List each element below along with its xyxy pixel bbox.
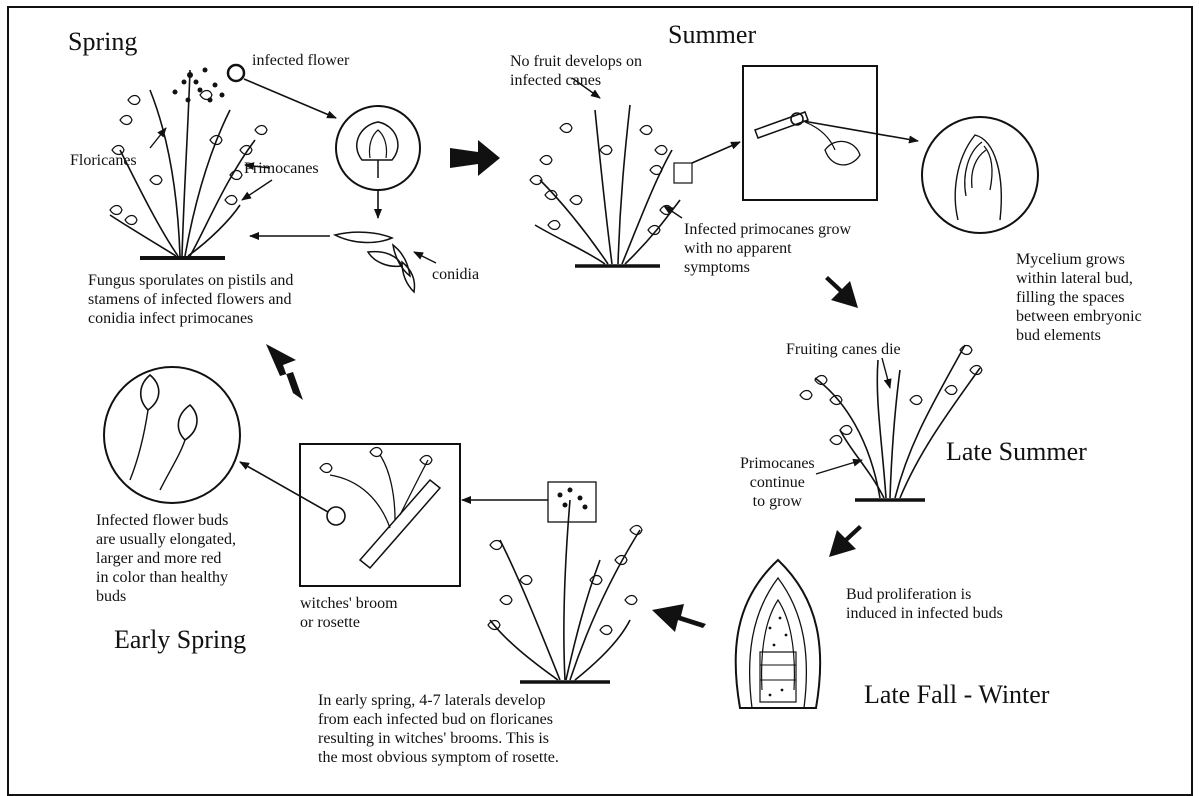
arrow-floricanes-label [150,128,166,148]
label-primocanes-continue: Primocanes continue to grow [740,455,815,512]
note-fungus-sporulates: Fungus sporulates on pistils and stamens… [88,272,293,329]
label-no-fruit: No fruit develops on infected canes [510,53,642,91]
proliferating-bud-drawing [736,560,821,708]
label-mycelium-grows: Mycelium grows within lateral bud, filli… [1016,251,1142,345]
late-summer-plant-drawing [800,345,982,500]
note-early-spring-laterals: In early spring, 4-7 laterals develop fr… [318,692,559,768]
cycle-arrow-late-summer-to-winter [829,525,862,557]
conidia-drawing [335,232,415,292]
arrow-conidia-label [414,252,436,263]
lateral-bud-inset [743,66,877,200]
label-fruiting-canes-die: Fruiting canes die [786,341,901,360]
arrow-to-flower-bud-inset [240,462,328,512]
mycelium-bud-inset [922,117,1038,233]
season-spring-title: Spring [68,27,137,58]
label-floricanes: Floricanes [70,152,137,171]
early-spring-plant-drawing [488,482,642,682]
season-late-fall-winter-title: Late Fall - Winter [864,680,1049,711]
label-infected-primocanes: Infected primocanes grow with no apparen… [684,221,851,278]
infected-flower-inset [336,106,420,190]
summer-plant-drawing [530,105,692,266]
label-bud-proliferation: Bud proliferation is induced in infected… [846,586,1003,624]
witches-broom-inset [300,444,460,586]
season-late-summer-title: Late Summer [946,437,1087,468]
infected-flower-buds-inset [104,367,240,503]
season-early-spring-title: Early Spring [114,625,246,656]
arrow-primocanes-continue-label [816,460,862,474]
arrow-to-bud-inset [692,142,740,163]
label-infected-flower: infected flower [252,52,349,71]
season-summer-title: Summer [668,20,756,51]
label-witches-broom: witches' broom or rosette [300,595,398,633]
cycle-arrows [266,140,862,632]
note-infected-flower-buds: Infected flower buds are usually elongat… [96,512,236,606]
cycle-arrow-spring-to-summer [450,140,500,176]
arrow-primocanes-label-2 [242,180,272,200]
label-primocanes: Primocanes [244,160,319,179]
cycle-arrow-early-spring-to-spring [266,344,303,400]
arrow-fruiting-canes-label [882,358,890,388]
cycle-arrow-winter-to-early-spring [652,604,706,632]
arrow-flower-to-inset [244,79,336,118]
label-conidia: conidia [432,266,479,285]
cycle-arrow-summer-to-late-summer [825,276,858,308]
